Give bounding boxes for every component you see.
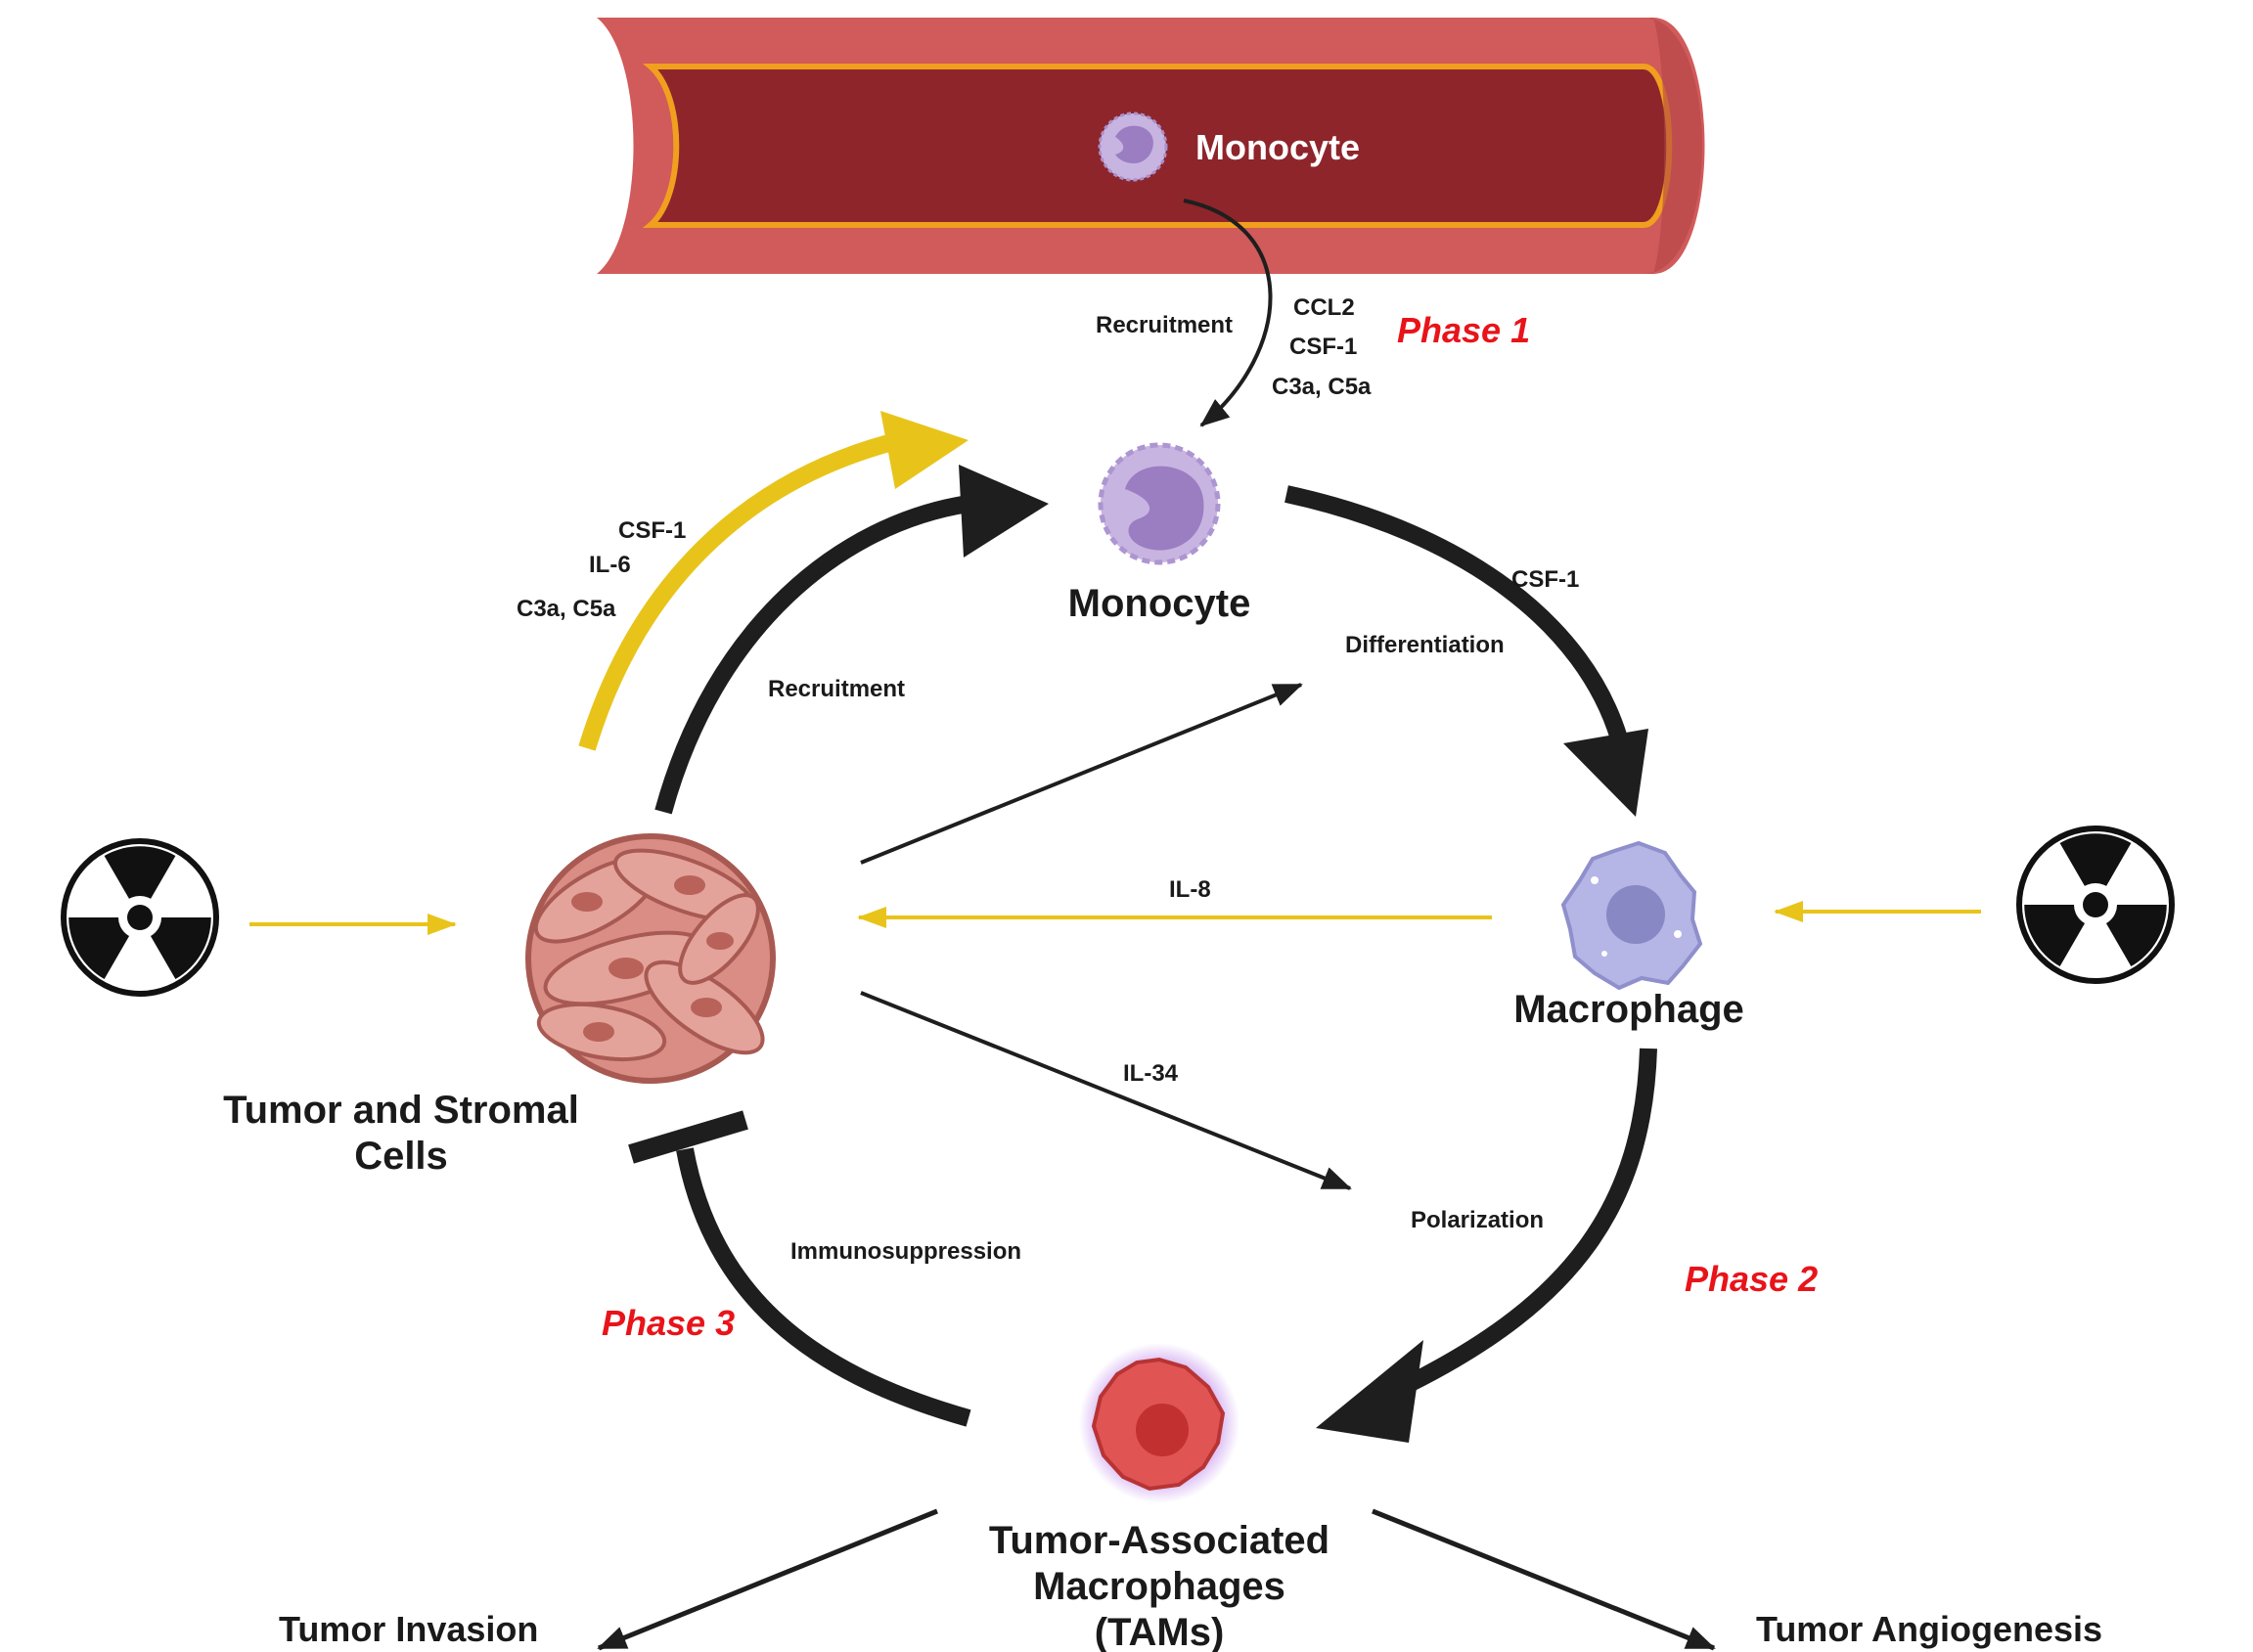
tumor-invasion-label: Tumor Invasion — [279, 1609, 538, 1649]
radiation-icon — [2016, 826, 2175, 984]
phase1-factor-csf1: CSF-1 — [1289, 334, 1357, 360]
recruitment-label: Recruitment — [768, 676, 905, 702]
differentiation-label: Differentiation — [1345, 632, 1505, 658]
differentiation-factor-csf1: CSF-1 — [1511, 566, 1579, 593]
cycle-arrow-polarization-head — [1316, 1340, 1423, 1443]
yellow-factor-csf1: CSF-1 — [618, 517, 686, 544]
macrophage-label: Macrophage — [1513, 988, 1744, 1031]
tam-cell-icon — [1079, 1343, 1239, 1503]
phase1-factor-ccl2: CCL2 — [1293, 294, 1355, 321]
tams-label-line3: (TAMs) — [1095, 1611, 1225, 1652]
yellow-arc-arrowhead — [880, 411, 969, 489]
tumor-cluster-icon — [525, 833, 776, 1084]
phase3-label: Phase 3 — [602, 1303, 735, 1343]
polarization-label: Polarization — [1411, 1207, 1544, 1233]
tams-label-line1: Tumor-Associated — [989, 1519, 1329, 1562]
vessel-monocyte-label: Monocyte — [1195, 127, 1360, 167]
vessel-recruitment-arrow — [1183, 199, 1273, 427]
yellow-factor-c3a-c5a: C3a, C5a — [517, 596, 616, 622]
phase1-factor-c3a-c5a: C3a, C5a — [1272, 374, 1372, 400]
tumor-invasion-arrow — [597, 1508, 938, 1651]
il34-arrow — [860, 991, 1352, 1190]
phase1-recruitment-label: Recruitment — [1096, 312, 1233, 338]
phase1-label: Phase 1 — [1397, 310, 1530, 350]
phase2-label: Phase 2 — [1685, 1259, 1818, 1299]
cycle-arrow-polarization — [1404, 1048, 1657, 1393]
cycle-arrow-immunosuppression — [676, 1147, 971, 1427]
macrophage-cell-icon — [1560, 840, 1703, 991]
cycle-arrow-recruitment — [654, 495, 970, 815]
monocyte-cell-icon — [1098, 442, 1221, 565]
monocyte-label: Monocyte — [1068, 582, 1251, 625]
cycle-arrow-differentiation — [1284, 485, 1628, 741]
cycle-arrow-differentiation-head — [1563, 729, 1648, 817]
il8-label: IL-8 — [1169, 876, 1211, 903]
tumor-to-differentiation-arrow — [860, 683, 1303, 865]
radiation-icon — [61, 838, 219, 997]
yellow-factor-il6: IL-6 — [589, 552, 631, 578]
il34-label: IL-34 — [1123, 1060, 1179, 1087]
tumor-label-line1: Tumor and Stromal — [223, 1089, 579, 1132]
immunosuppression-label: Immunosuppression — [790, 1238, 1021, 1265]
tumor-label-line2: Cells — [354, 1135, 448, 1178]
tumor-angiogenesis-arrow — [1372, 1508, 1716, 1651]
tams-label-line2: Macrophages — [1033, 1565, 1285, 1608]
vessel-monocyte-icon — [1098, 112, 1168, 182]
inhibition-bar — [628, 1110, 748, 1164]
yellow-recruitment-arc — [578, 431, 903, 751]
cycle-arrow-recruitment-head — [959, 465, 1049, 558]
tumor-angiogenesis-label: Tumor Angiogenesis — [1756, 1609, 2102, 1649]
